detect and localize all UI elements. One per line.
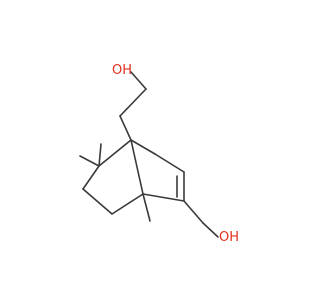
bond-ch2-o2: [202, 222, 219, 238]
bond-c8-ch2: [183, 200, 204, 224]
molecule-structure: OH OH: [79, 63, 239, 245]
bond-c2-c3: [82, 165, 100, 190]
bond-bridge-c6: [130, 139, 156, 155]
bond-c3-c4: [82, 188, 113, 215]
bond-cb-bridge: [119, 115, 132, 141]
molecule-canvas: OH OH: [79, 63, 240, 245]
bond-c4-c5: [111, 193, 144, 215]
bond-bridge-c2: [98, 139, 132, 167]
bond-c2-methyl-b: [98, 143, 102, 167]
bond-c6-c7: [154, 153, 185, 173]
hydroxyl-top-label: OH: [112, 63, 132, 78]
bond-c5-methyl: [142, 193, 151, 222]
bond-o1-ca: [130, 71, 147, 90]
bond-c2-methyl-a: [79, 155, 100, 167]
bond-c8-c5: [142, 193, 185, 202]
bond-ca-cb: [119, 88, 147, 117]
hydroxyl-bottom-label: OH: [219, 230, 239, 245]
bond-c5-bridge: [130, 139, 144, 195]
